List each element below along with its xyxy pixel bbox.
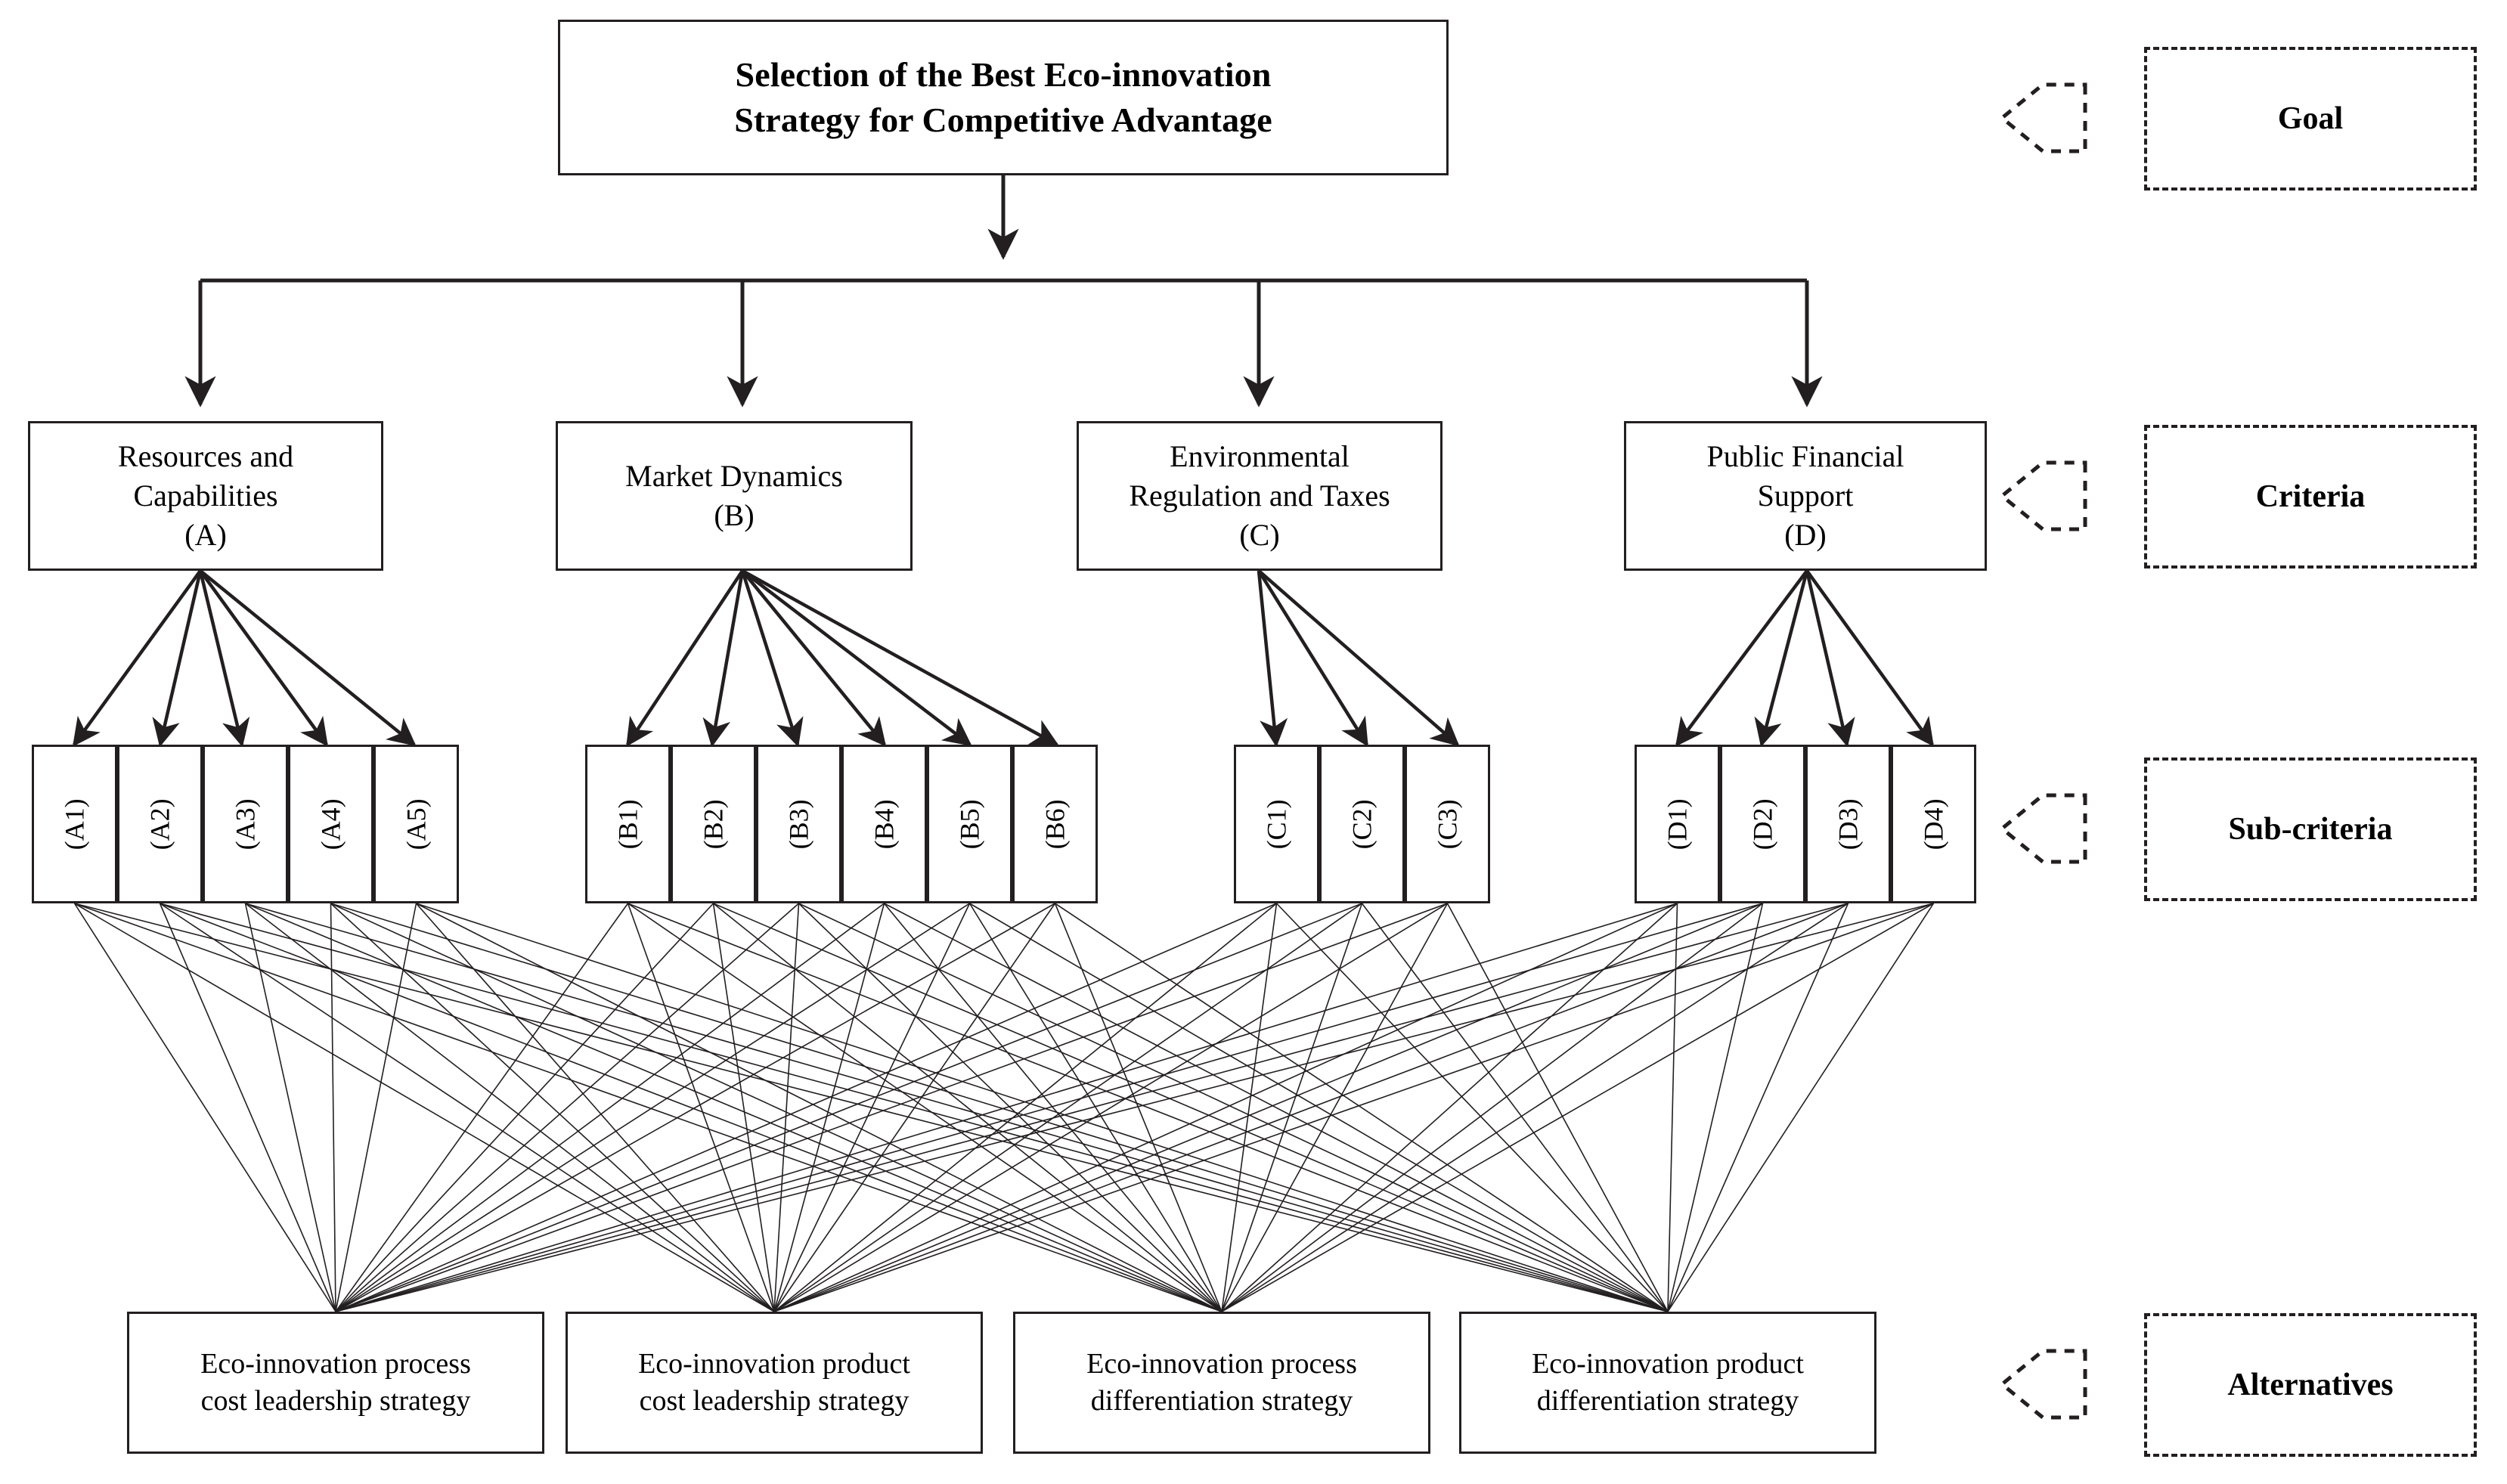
subcriteria-label: (D4) — [1918, 798, 1949, 850]
subcriteria-box-a5: (A5) — [373, 745, 459, 903]
criteria-box-a: Resources and Capabilities (A) — [28, 421, 383, 571]
criteria-a-line-2: Capabilities — [133, 479, 278, 513]
subcriteria-box-a2: (A2) — [117, 745, 203, 903]
subcriteria-box-d1: (D1) — [1635, 745, 1720, 903]
criteria-c-line-2: Regulation and Taxes — [1129, 479, 1390, 513]
subcriteria-box-b2: (B2) — [671, 745, 756, 903]
criteria-box-b: Market Dynamics (B) — [556, 421, 913, 571]
subcriteria-label: (A4) — [315, 798, 346, 850]
legend-label-criteria: Criteria — [2255, 479, 2366, 514]
subcriteria-label: (B5) — [954, 798, 985, 849]
subcriteria-box-c1: (C1) — [1234, 745, 1319, 903]
criteria-a-code: (A) — [184, 518, 227, 552]
subcriteria-label: (A2) — [144, 798, 175, 850]
subcriteria-box-a3: (A3) — [203, 745, 288, 903]
alternative-box-4: Eco-innovation product differentiation s… — [1459, 1312, 1876, 1454]
criteria-c-line-1: Environmental — [1170, 439, 1350, 473]
alternative-2-line-2: cost leadership strategy — [639, 1385, 910, 1417]
subcriteria-box-c3: (C3) — [1405, 745, 1490, 903]
legend-box-alternatives: Alternatives — [2144, 1313, 2477, 1457]
subcriteria-label: (B4) — [869, 798, 900, 849]
subcriteria-label: (B3) — [783, 798, 814, 849]
subcriteria-box-a4: (A4) — [288, 745, 373, 903]
subcriteria-label: (A1) — [59, 798, 90, 850]
subcriteria-label: (C3) — [1432, 798, 1463, 849]
criteria-d-line-2: Support — [1757, 479, 1854, 513]
subcriteria-box-d2: (D2) — [1720, 745, 1805, 903]
subcriteria-label: (B2) — [698, 798, 729, 849]
criteria-a-line-1: Resources and — [117, 439, 294, 473]
subcriteria-label: (C2) — [1346, 798, 1377, 849]
subcriteria-box-b1: (B1) — [585, 745, 671, 903]
alternative-4-line-2: differentiation strategy — [1536, 1385, 1799, 1417]
criteria-d-code: (D) — [1784, 518, 1827, 552]
alternative-3-line-1: Eco-innovation process — [1086, 1347, 1357, 1380]
subcriteria-box-a1: (A1) — [32, 745, 117, 903]
legend-box-subcriteria: Sub-criteria — [2144, 757, 2477, 901]
legend-box-criteria: Criteria — [2144, 425, 2477, 569]
alternative-2-line-1: Eco-innovation product — [638, 1347, 910, 1380]
criteria-box-d: Public Financial Support (D) — [1624, 421, 1987, 571]
legend-label-goal: Goal — [2277, 101, 2344, 136]
subcriteria-label: (D3) — [1833, 798, 1864, 850]
subcriteria-label: (D2) — [1747, 798, 1778, 850]
subcriteria-label: (A5) — [401, 798, 432, 850]
legend-box-goal: Goal — [2144, 47, 2477, 191]
alternative-3-line-2: differentiation strategy — [1090, 1385, 1353, 1417]
subcriteria-box-d3: (D3) — [1805, 745, 1891, 903]
subcriteria-label: (D1) — [1662, 798, 1693, 850]
goal-box: Selection of the Best Eco-innovation Str… — [558, 20, 1449, 175]
alternative-1-line-2: cost leadership strategy — [200, 1385, 471, 1417]
subcriteria-box-b5: (B5) — [927, 745, 1012, 903]
alternative-4-line-1: Eco-innovation product — [1532, 1347, 1804, 1380]
subcriteria-label: (B6) — [1040, 798, 1071, 849]
alternative-box-3: Eco-innovation process differentiation s… — [1013, 1312, 1430, 1454]
alternative-box-1: Eco-innovation process cost leadership s… — [127, 1312, 544, 1454]
criteria-b-line-1: Market Dynamics — [625, 459, 843, 493]
legend-chevron-subcriteria — [1999, 793, 2087, 864]
subcriteria-label: (C1) — [1261, 798, 1292, 849]
subcriteria-label: (A3) — [230, 798, 261, 850]
goal-line-2: Strategy for Competitive Advantage — [734, 101, 1272, 139]
subcriteria-box-d4: (D4) — [1891, 745, 1976, 903]
subcriteria-box-b6: (B6) — [1012, 745, 1098, 903]
legend-label-subcriteria: Sub-criteria — [2228, 812, 2393, 847]
criteria-b-code: (B) — [714, 498, 755, 532]
legend-chevron-alternatives — [1999, 1349, 2087, 1420]
legend-chevron-goal — [1999, 82, 2087, 153]
goal-line-1: Selection of the Best Eco-innovation — [735, 55, 1272, 94]
alternative-box-2: Eco-innovation product cost leadership s… — [566, 1312, 983, 1454]
criteria-c-code: (C) — [1239, 518, 1280, 552]
legend-label-alternatives: Alternatives — [2227, 1368, 2394, 1402]
legend-chevron-criteria — [1999, 460, 2087, 531]
criteria-d-line-1: Public Financial — [1706, 439, 1904, 473]
subcriteria-box-c2: (C2) — [1319, 745, 1405, 903]
goal-text: Selection of the Best Eco-innovation Str… — [714, 52, 1292, 143]
alternative-1-line-1: Eco-innovation process — [200, 1347, 471, 1380]
subcriteria-box-b4: (B4) — [841, 745, 927, 903]
criteria-box-c: Environmental Regulation and Taxes (C) — [1077, 421, 1443, 571]
subcriteria-label: (B1) — [612, 798, 643, 849]
subcriteria-box-b3: (B3) — [756, 745, 841, 903]
